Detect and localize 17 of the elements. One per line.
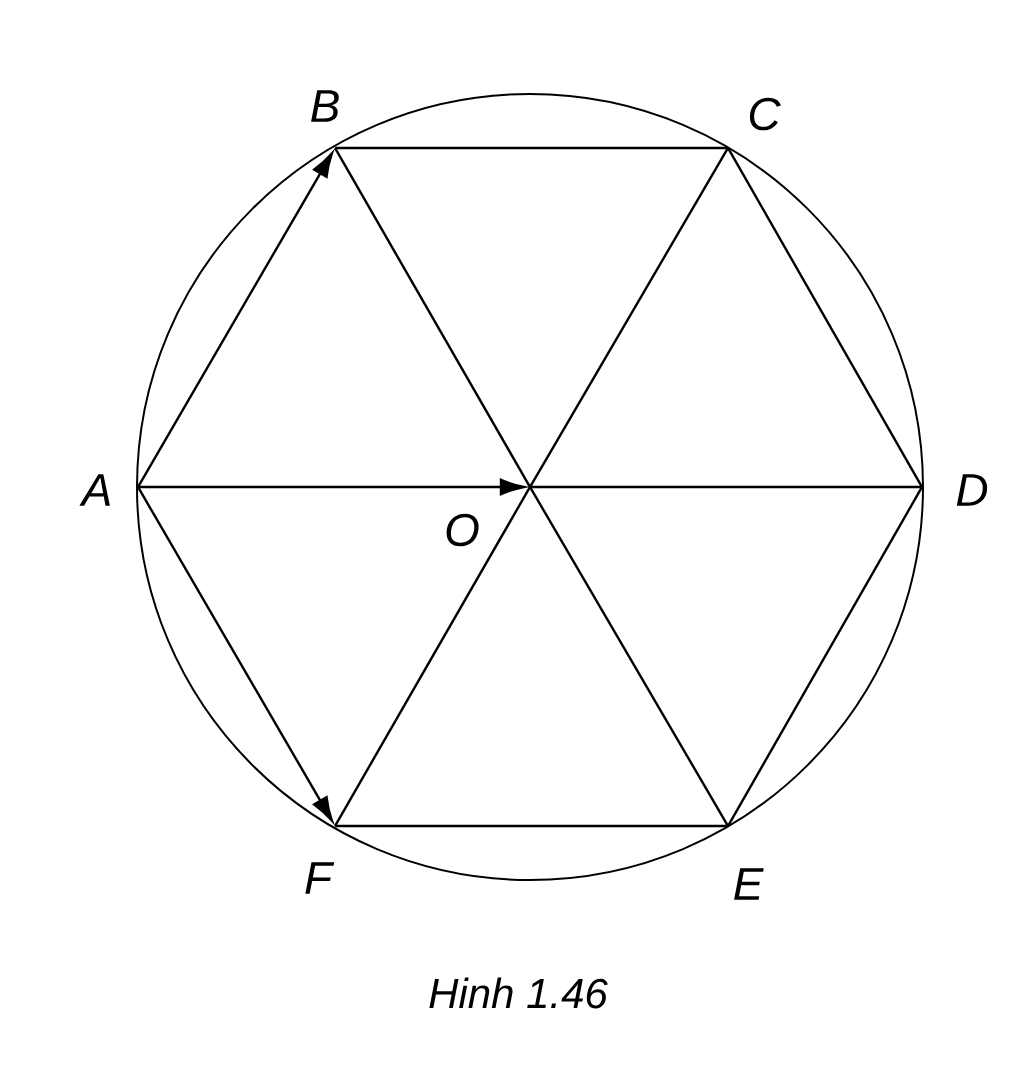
point-label: F (305, 862, 335, 894)
segment (334, 147, 531, 488)
point-label: O (446, 513, 479, 547)
segment (335, 824, 728, 828)
segment (335, 146, 728, 150)
segment (727, 486, 923, 827)
point-label: B (311, 90, 339, 122)
segment (727, 147, 923, 488)
segment (529, 486, 729, 827)
point-label: E (734, 868, 764, 900)
segment (529, 147, 729, 488)
point-label: D (956, 474, 988, 506)
point-label: A (79, 474, 110, 506)
caption: Hinh 1.46 (429, 977, 608, 1009)
segment (334, 486, 531, 827)
segment (530, 485, 922, 489)
point-label: C (749, 97, 781, 131)
